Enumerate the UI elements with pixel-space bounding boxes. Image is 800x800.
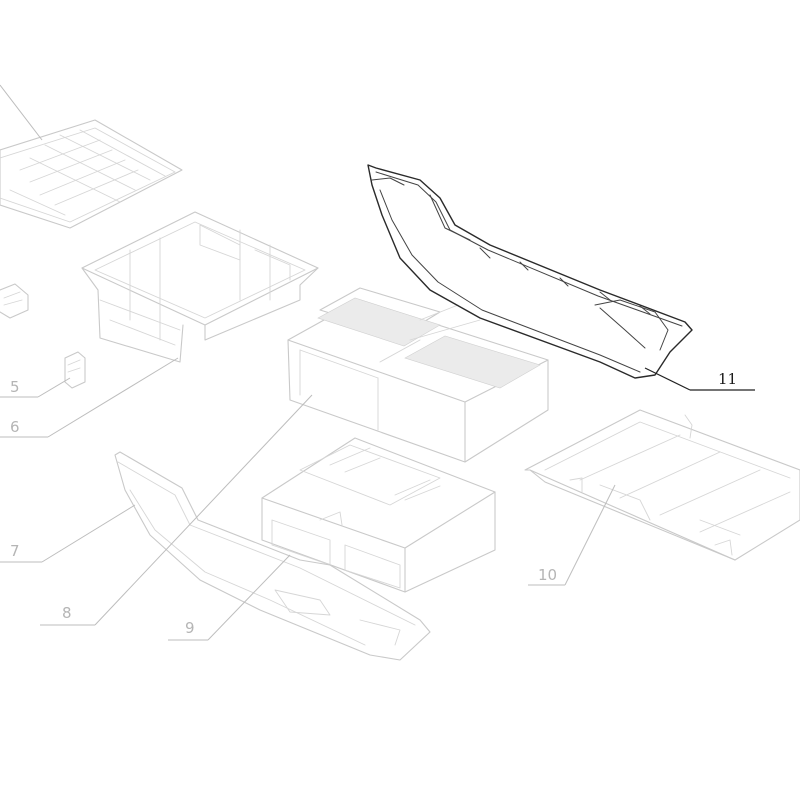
left-bracket-part: [0, 283, 29, 319]
callout-8: 8: [62, 604, 72, 622]
leader-6b: [47, 357, 179, 438]
leader-5b: [37, 377, 71, 398]
highlighted-side-panel-part-11: [367, 164, 693, 379]
callout-5: 5: [10, 378, 20, 396]
callout-6: 6: [10, 418, 20, 436]
callout-7: 7: [10, 542, 20, 560]
leader-9b: [207, 554, 291, 641]
callout-9: 9: [185, 619, 195, 637]
battery-pack-upper-part: [287, 287, 549, 463]
floor-panel-part: [0, 84, 183, 229]
callout-11: 11: [718, 370, 737, 388]
leader-7b: [41, 504, 136, 563]
tray-frame-part: [81, 211, 319, 363]
callout-10: 10: [538, 566, 557, 584]
battery-pack-lower-part: [261, 437, 496, 593]
under-tray-part: [524, 409, 800, 561]
side-trim-part: [114, 451, 431, 661]
leader-10b: [564, 484, 616, 586]
leader-11b: [644, 367, 691, 391]
clip-part: [64, 351, 86, 389]
leader-8b: [94, 394, 313, 626]
